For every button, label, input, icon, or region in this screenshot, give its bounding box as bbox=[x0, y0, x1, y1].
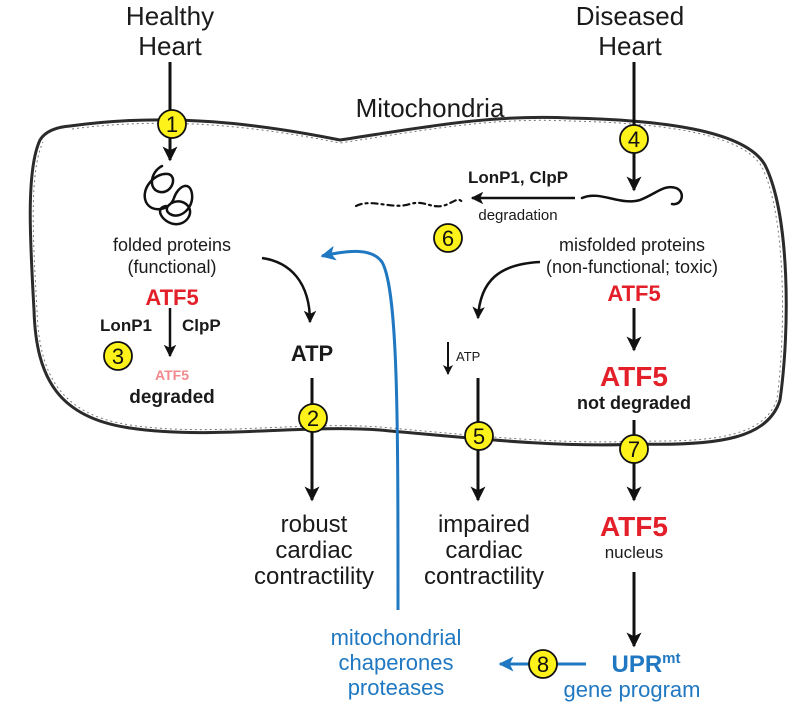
step-number-1: 1 bbox=[166, 112, 178, 137]
upr-text: UPR bbox=[611, 651, 662, 678]
diseased-heart-title-line2: Heart bbox=[598, 31, 662, 61]
degraded-fragments-icon bbox=[354, 198, 464, 208]
robust-outcome-line3: contractility bbox=[254, 563, 374, 590]
folded-proteins-sublabel: (functional) bbox=[127, 257, 216, 277]
feedback-line2: chaperones bbox=[339, 650, 454, 675]
feedback-line3: proteases bbox=[348, 675, 445, 700]
impaired-outcome-line2: cardiac bbox=[445, 537, 522, 564]
step-number-3: 3 bbox=[112, 344, 124, 369]
nucleus-label: nucleus bbox=[605, 543, 664, 562]
arrow-feedback-to-folded bbox=[320, 245, 400, 611]
step-number-4: 4 bbox=[628, 127, 640, 152]
impaired-outcome-line3: contractility bbox=[424, 563, 544, 590]
atf5-healthy-label: ATF5 bbox=[145, 285, 198, 310]
atp-diseased-label: ATP bbox=[456, 349, 480, 364]
clpp-label: ClpP bbox=[182, 316, 221, 335]
atp-healthy-label: ATP bbox=[291, 341, 333, 366]
misfolded-proteins-label: misfolded proteins bbox=[559, 235, 705, 255]
step-badge-3: 3 bbox=[103, 341, 133, 371]
step-number-2: 2 bbox=[307, 406, 319, 431]
step-number-5: 5 bbox=[473, 424, 485, 449]
step-badge-8: 8 bbox=[528, 649, 558, 679]
step-badge-1: 1 bbox=[157, 109, 187, 139]
step-number-8: 8 bbox=[537, 652, 549, 677]
lonp1-label: LonP1 bbox=[100, 316, 152, 335]
atf5-nucleus-label: ATF5 bbox=[600, 511, 668, 542]
misfolded-protein-icon bbox=[580, 185, 684, 206]
step-badge-4: 4 bbox=[619, 124, 649, 154]
upr-label: UPRmt bbox=[611, 650, 680, 678]
degraded-label: degraded bbox=[129, 387, 215, 408]
degradation-label: degradation bbox=[478, 207, 557, 224]
step-number-6: 6 bbox=[442, 226, 454, 251]
step-badge-2: 2 bbox=[298, 403, 328, 433]
atf5-degraded-label: ATF5 bbox=[155, 367, 189, 383]
folded-protein-icon bbox=[143, 164, 194, 226]
mitochondria-label: Mitochondria bbox=[356, 93, 505, 123]
feedback-line1: mitochondrial bbox=[331, 625, 462, 650]
upr-superscript: mt bbox=[662, 650, 680, 667]
step-number-7: 7 bbox=[628, 437, 640, 462]
gene-program-label: gene program bbox=[564, 677, 701, 702]
misfolded-proteins-sublabel: (non-functional; toxic) bbox=[546, 257, 718, 277]
impaired-outcome-line1: impaired bbox=[438, 511, 530, 538]
proteases-label: LonP1, ClpP bbox=[468, 168, 568, 187]
step-badge-5: 5 bbox=[464, 421, 494, 451]
not-degraded-label: not degraded bbox=[577, 393, 691, 413]
step-badge-7: 7 bbox=[619, 434, 649, 464]
robust-outcome-line2: cardiac bbox=[275, 537, 352, 564]
healthy-heart-title-line2: Heart bbox=[138, 31, 202, 61]
robust-outcome-line1: robust bbox=[281, 511, 348, 538]
arrow-folded-to-atp bbox=[261, 256, 317, 324]
arrow-misfolded-to-atp bbox=[472, 260, 541, 320]
mitochondrion-outline bbox=[28, 115, 788, 447]
diseased-heart-title-line1: Diseased bbox=[576, 1, 684, 31]
folded-proteins-label: folded proteins bbox=[113, 235, 231, 255]
atf5-accumulated-label: ATF5 bbox=[600, 361, 668, 392]
step-badge-6: 6 bbox=[433, 223, 463, 253]
atf5-diseased-label: ATF5 bbox=[607, 281, 660, 306]
healthy-heart-title-line1: Healthy bbox=[126, 1, 214, 31]
mitochondrion-outline-texture bbox=[32, 119, 784, 443]
